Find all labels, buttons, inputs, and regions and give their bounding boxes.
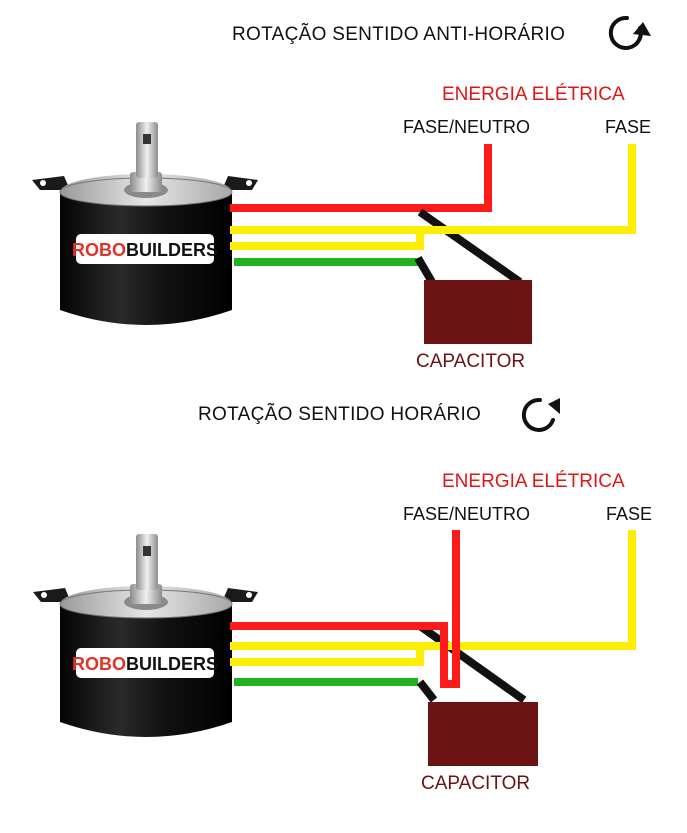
capacitor	[428, 702, 538, 766]
energy-label: ENERGIA ELÉTRICA	[442, 471, 625, 492]
wire-label-phase-neutral: FASE/NEUTRO	[403, 504, 530, 524]
yellow-wire-1	[230, 144, 636, 234]
brand-text: ROBOBUILDERS	[72, 654, 218, 674]
brand-text: ROBOBUILDERS	[72, 240, 218, 260]
motor: ROBOBUILDERS	[33, 534, 258, 737]
red-wire	[230, 144, 492, 212]
wire-label-phase-neutral: FASE/NEUTRO	[403, 117, 530, 137]
wires	[230, 144, 636, 286]
counterclockwise-rotation-icon	[608, 15, 651, 50]
red-wire	[230, 530, 460, 688]
black-wire-upper	[417, 208, 523, 286]
capacitor	[424, 280, 532, 344]
brand-logo	[76, 234, 214, 264]
yellow-wire-1	[230, 530, 636, 650]
clockwise-rotation-icon	[521, 397, 560, 432]
section-counterclockwise: ROTAÇÃO SENTIDO ANTI-HORÁRIO ENERGIA ELÉ…	[32, 15, 651, 372]
section-title: ROTAÇÃO SENTIDO HORÁRIO	[198, 403, 481, 425]
wire-label-phase: FASE	[605, 117, 651, 137]
section-title: ROTAÇÃO SENTIDO ANTI-HORÁRIO	[232, 23, 565, 45]
black-wire-lower	[416, 679, 438, 703]
yellow-wire-2	[230, 226, 424, 250]
wires	[230, 530, 636, 704]
yellow-wire-2	[230, 642, 424, 666]
section-clockwise: ROTAÇÃO SENTIDO HORÁRIO ENERGIA ELÉTRICA…	[33, 397, 652, 794]
capacitor-label: CAPACITOR	[421, 773, 530, 794]
energy-label: ENERGIA ELÉTRICA	[442, 84, 625, 105]
wire-label-phase: FASE	[606, 504, 652, 524]
black-wire-lower	[414, 255, 436, 285]
capacitor-label: CAPACITOR	[416, 351, 525, 372]
brand-logo	[76, 648, 214, 678]
black-wire-upper	[417, 622, 527, 704]
motor: ROBOBUILDERS	[32, 122, 258, 325]
